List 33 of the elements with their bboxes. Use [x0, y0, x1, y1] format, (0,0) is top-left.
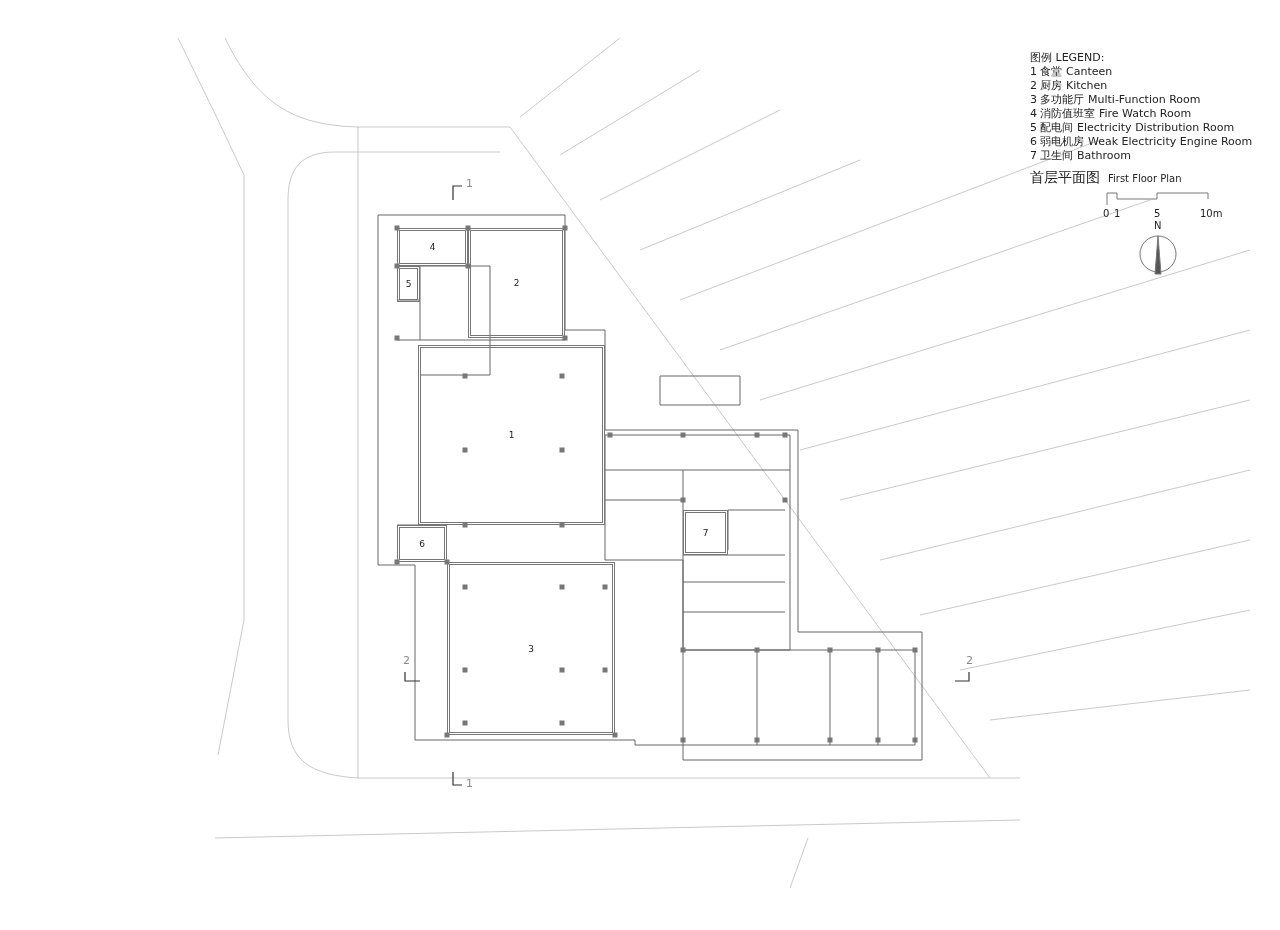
legend-entry: 2 厨房 Kitchen [1030, 80, 1108, 93]
room-number: 2 [513, 278, 520, 288]
room-number: 5 [405, 279, 412, 289]
legend-entry: 3 多功能厅 Multi-Function Room [1030, 94, 1201, 107]
room-number: 3 [528, 643, 534, 654]
plan-subtitle: First Floor Plan [1108, 173, 1182, 184]
section-number: 1 [466, 178, 473, 191]
scale-label: 1 [1114, 208, 1121, 219]
room-number: 7 [702, 527, 709, 538]
room-outline [397, 228, 468, 266]
legend-entry: 7 卫生间 Bathroom [1030, 150, 1132, 163]
room-number: 1 [508, 430, 515, 440]
room-number: 4 [429, 242, 436, 252]
room-outline [397, 266, 420, 302]
plan-title: 首层平面图 [1030, 170, 1100, 186]
section-number: 1 [466, 778, 473, 791]
section-number: 2 [403, 655, 410, 668]
room-outline [418, 345, 605, 525]
room-outline [447, 562, 615, 735]
scale-label: 0 [1103, 208, 1110, 219]
section-number: 2 [966, 655, 973, 668]
room-number: 6 [419, 538, 425, 549]
legend-entry: 6 弱电机房 Weak Electricity Engine Room [1030, 136, 1253, 149]
scale-label: 10m [1200, 208, 1223, 219]
scale-label: 5 [1154, 208, 1161, 219]
room-outline [683, 510, 728, 555]
legend-entry: 1 食堂 Canteen [1030, 66, 1113, 79]
room-outline [397, 525, 447, 562]
room-outline [468, 228, 565, 338]
legend-entry: 5 配电间 Electricity Distribution Room [1030, 122, 1235, 135]
north-label: N [1154, 220, 1162, 231]
legend-entry: 4 消防值班室 Fire Watch Room [1030, 108, 1192, 121]
legend-heading: 图例 LEGEND: [1030, 52, 1105, 65]
